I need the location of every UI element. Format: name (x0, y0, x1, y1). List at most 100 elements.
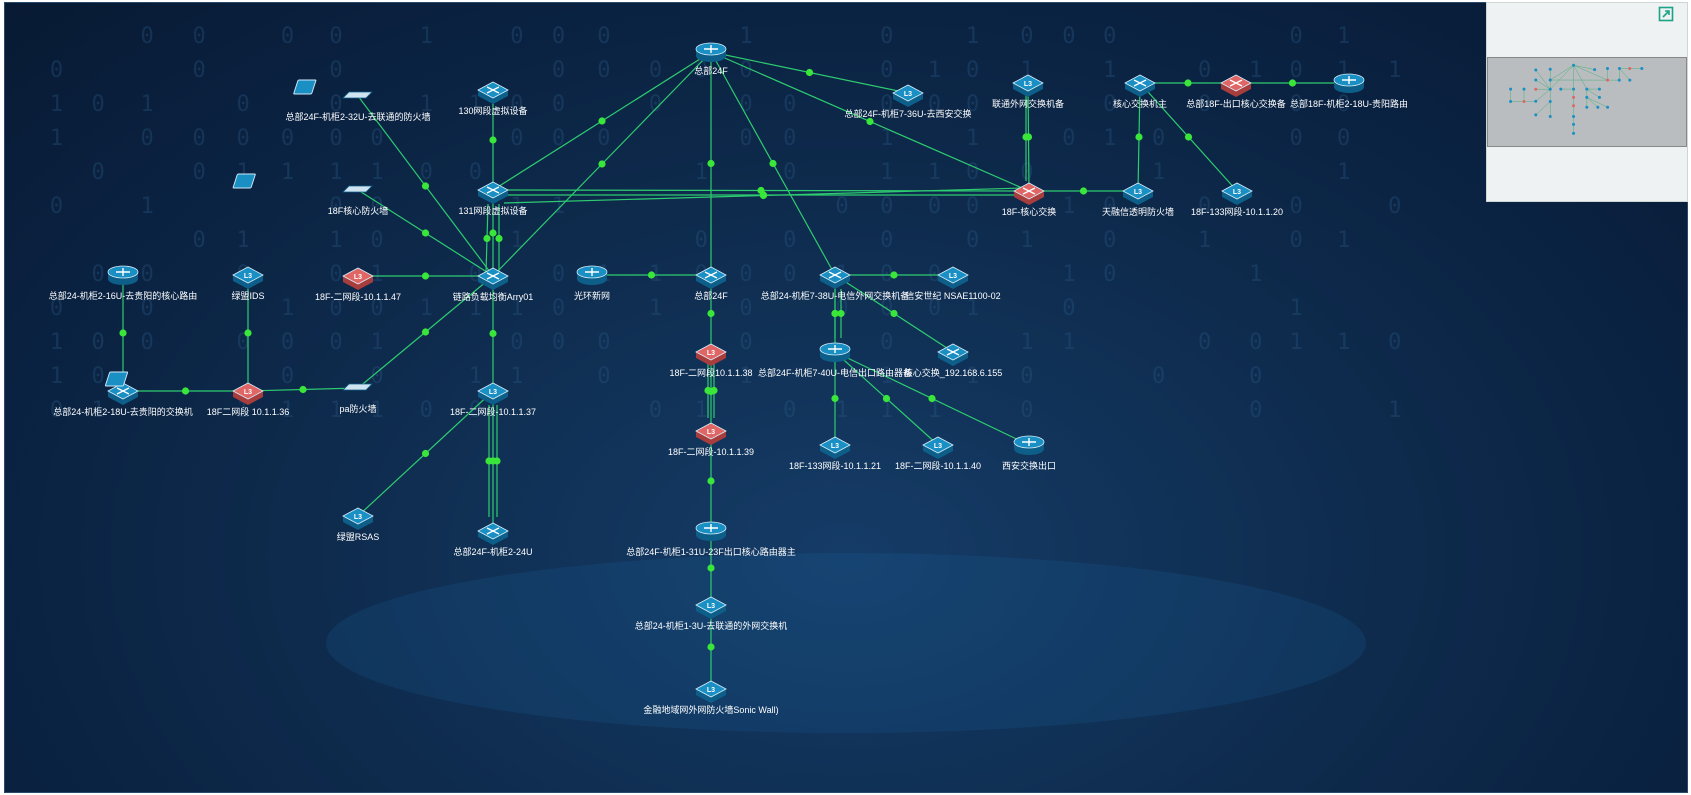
node-gwcx[interactable]: 光环新网 (574, 265, 610, 301)
node-telecom-ext[interactable]: 总部24-机柜7-38U-电信外网交换机备 (761, 266, 910, 301)
minimap-link (1586, 97, 1608, 108)
node-label: 总部24F-机柜2-32U-去联通的防火墙 (285, 111, 430, 122)
node-fw-unicom[interactable]: 总部24F-机柜2-32U-去联通的防火墙 (285, 79, 431, 122)
node-label: 绿盟RSAS (337, 531, 380, 542)
node-core18f[interactable]: 18F-核心交换 (1002, 182, 1057, 217)
node-xa-exit[interactable]: 西安交换出口 (1002, 435, 1056, 471)
node-vd131[interactable]: 131网段虚拟设备 (458, 181, 528, 216)
topology-canvas[interactable]: 0110011000000101010000000000110010011001… (4, 2, 1688, 793)
node-gy-switch[interactable]: 总部24-机柜2-18U-去贵阳的交换机 (53, 382, 193, 417)
minimap-node (1548, 87, 1552, 91)
node-hq24-24u[interactable]: 总部24F-机柜2-24U (453, 522, 533, 557)
link-midpoint-dot (1022, 133, 1030, 141)
device-side (1125, 83, 1155, 97)
router-arrows (116, 268, 130, 276)
l3-glyph: L3 (244, 273, 252, 280)
node-label: 总部24F (694, 290, 728, 301)
link-midpoint-dot (244, 329, 252, 337)
node-label: 总部24F (694, 65, 728, 76)
minimap-link (1619, 68, 1631, 81)
device-top (937, 266, 969, 284)
node-label: 绿盟IDS (231, 290, 264, 301)
switch-arrows (486, 272, 500, 280)
minimap-node (1534, 78, 1538, 82)
device-top (1122, 182, 1154, 200)
node-hq18f-exit[interactable]: 总部18F-出口核心交换备 (1186, 74, 1286, 109)
link-midpoint-dot (181, 387, 190, 395)
minimap-viewport[interactable] (1487, 57, 1687, 147)
minimap-node (1522, 87, 1526, 91)
monitor-screen (232, 173, 256, 189)
minimap-node (1572, 122, 1576, 126)
minimap-link (1550, 65, 1574, 90)
node-lvmeng-ids[interactable]: L3 绿盟IDS (231, 266, 265, 301)
device-side (820, 275, 850, 289)
node-label: 信安世纪 NSAE1100-02 (905, 290, 1000, 301)
node-hq18f-gy[interactable]: 总部18F-机柜2-18U-贵阳路由 (1290, 73, 1408, 109)
node-telecom-exit[interactable]: 总部24F-机柜7-40U-电信出口路由器备 (758, 342, 912, 378)
node-core-155[interactable]: 核心交换_192.168.6.155 (904, 343, 1003, 378)
node-fw18f-core[interactable]: 18F核心防火墙 (232, 173, 388, 216)
minimap-node (1585, 105, 1589, 109)
node-vd130[interactable]: 130网段虚拟设备 (458, 81, 528, 116)
minimap-node (1585, 87, 1589, 91)
nodes-layer[interactable]: 总部24F总部24F-机柜2-32U-去联通的防火墙130网段虚拟设备L3总部2… (49, 42, 1408, 715)
minimap-node (1572, 131, 1576, 135)
device-side (478, 276, 508, 290)
node-label: 天融信透明防火墙 (1102, 206, 1174, 217)
node-lb-arry[interactable]: 链路负载均衡Arry01 (453, 267, 534, 302)
router-arrows (704, 45, 718, 53)
l3-glyph: L3 (244, 389, 252, 396)
minimap-node (1509, 87, 1513, 91)
router-arrows (1022, 438, 1036, 446)
minimap-graph (1509, 63, 1644, 135)
device-top (232, 382, 264, 400)
node-core-router-main[interactable]: 总部24F-机柜1-31U-23F出口核心路由器主 (626, 521, 796, 557)
l3-glyph: L3 (904, 91, 912, 98)
node-label: 总部24-机柜2-16U-去贵阳的核心路由 (49, 290, 198, 301)
node-hq24f-top[interactable]: 总部24F (694, 42, 728, 76)
device-top (342, 267, 374, 285)
expand-icon[interactable] (1658, 6, 1674, 22)
switch-arrows (1229, 79, 1243, 87)
node-core-main[interactable]: 核心交换机主 (1113, 74, 1167, 109)
minimap-panel[interactable] (1486, 2, 1688, 202)
node-hq24f-mid[interactable]: 总部24F (694, 266, 728, 301)
link-midpoint-dot (1288, 79, 1297, 87)
minimap-link (1573, 64, 1595, 70)
minimap-node (1640, 67, 1644, 71)
keyboard-base (342, 91, 373, 99)
device-side (1221, 83, 1251, 97)
minimap-node (1617, 67, 1621, 71)
link-midpoint-dot (769, 159, 777, 168)
node-label: 总部18F-出口核心交换备 (1186, 98, 1286, 109)
device-top (695, 422, 727, 440)
link-midpoint-dot (805, 68, 814, 77)
device-side (478, 190, 508, 204)
node-gy-core-router[interactable]: 总部24-机柜2-16U-去贵阳的核心路由 (49, 265, 198, 301)
minimap-link (1535, 79, 1551, 90)
minimap-node (1606, 105, 1610, 109)
keyboard-base (342, 185, 373, 193)
node-pa-fw[interactable]: pa防火墙 (104, 371, 377, 414)
minimap-node (1606, 78, 1610, 82)
device-top (819, 436, 851, 454)
link-midpoint-dot (707, 309, 715, 318)
topology-graph[interactable]: 总部24F总部24F-机柜2-32U-去联通的防火墙130网段虚拟设备L3总部2… (5, 3, 1687, 792)
minimap-node (1534, 68, 1538, 72)
